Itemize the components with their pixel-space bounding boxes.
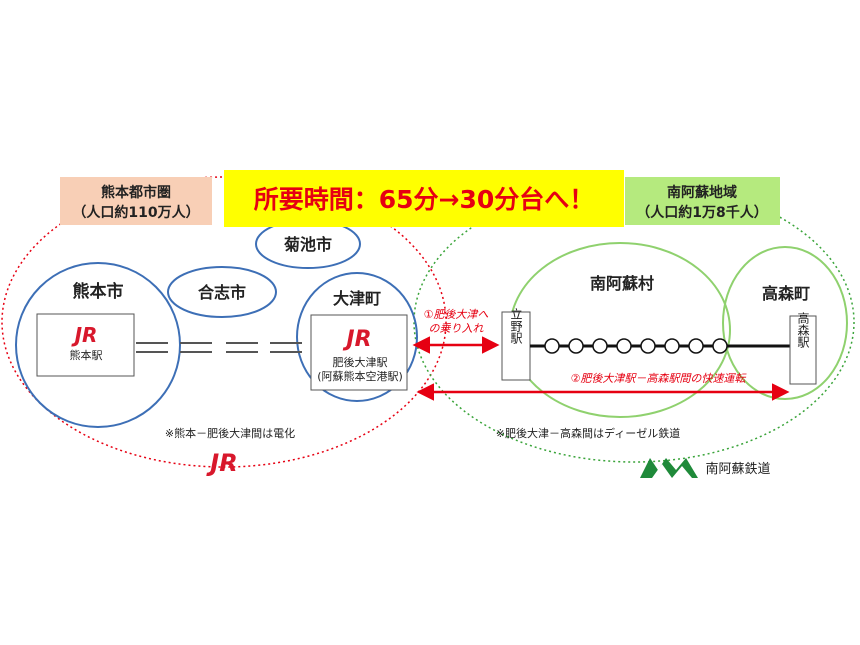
koshi-city-circle <box>167 266 277 318</box>
minamiaso-area-name: 南阿蘇地域 <box>667 184 737 201</box>
electrified-track <box>136 342 302 353</box>
minamiaso-area-population: （人口約1万8千人） <box>636 204 767 221</box>
arrow1-label-line2: の乗り入れ <box>429 322 485 335</box>
kumamoto-station-name: 熊本駅 <box>70 348 103 362</box>
kumamoto-city-circle <box>15 262 181 428</box>
electrified-note: ※熊本－肥後大津間は電化 <box>165 426 295 440</box>
jr-logo: JR <box>342 327 371 352</box>
station-dot <box>664 338 680 354</box>
tateno-station-box <box>501 311 531 381</box>
station-dot <box>544 338 560 354</box>
koshi-city-name: 合志市 <box>198 283 246 302</box>
higo-ozu-station-box <box>310 314 408 391</box>
kumamoto-area-population: （人口約110万人） <box>72 204 199 221</box>
jr-logo: JR <box>206 449 237 477</box>
intermediate-stations <box>544 338 728 354</box>
station-dot <box>640 338 656 354</box>
kumamoto-area-name: 熊本都市圏 <box>101 184 171 201</box>
jr-logo: JR <box>71 323 98 347</box>
travel-time-banner <box>224 170 624 227</box>
station-dot <box>712 338 728 354</box>
ozu-town-name: 大津町 <box>333 289 381 308</box>
kumamoto-metro-boundary <box>1 176 447 468</box>
station-dot <box>568 338 584 354</box>
arrow1-label-line1: ①肥後大津へ <box>424 308 489 321</box>
takamori-station-box <box>789 315 817 385</box>
higo-ozu-station-subname: (阿蘇熊本空港駅) <box>317 369 403 383</box>
tateno-station-name: 立野駅 <box>509 307 523 345</box>
minamiaso-area-label-box <box>625 177 780 225</box>
minamiaso-railway-name: 南阿蘇鉄道 <box>705 461 770 477</box>
higo-ozu-station-name: 肥後大津駅 <box>333 355 388 369</box>
station-dot <box>616 338 632 354</box>
station-dot <box>688 338 704 354</box>
takamori-town-name: 高森町 <box>762 284 810 303</box>
kumamoto-station-box <box>36 313 135 377</box>
arrow2-label: ②肥後大津駅－高森駅間の快速運転 <box>571 372 748 385</box>
travel-time-text: 所要時間：65分→30分台へ！ <box>254 185 595 214</box>
takamori-station-name: 高森駅 <box>796 311 810 349</box>
minamiaso-railway-logo-icon <box>640 458 698 478</box>
kumamoto-city-name: 熊本市 <box>73 281 124 302</box>
minamiaso-region-boundary <box>413 181 855 463</box>
diesel-note: ※肥後大津－高森間はディーゼル鉄道 <box>496 426 680 440</box>
minamiaso-village-name: 南阿蘇村 <box>590 274 654 293</box>
kumamoto-area-label-box <box>60 177 212 225</box>
kikuchi-city-name: 菊池市 <box>284 235 332 254</box>
station-dot <box>592 338 608 354</box>
